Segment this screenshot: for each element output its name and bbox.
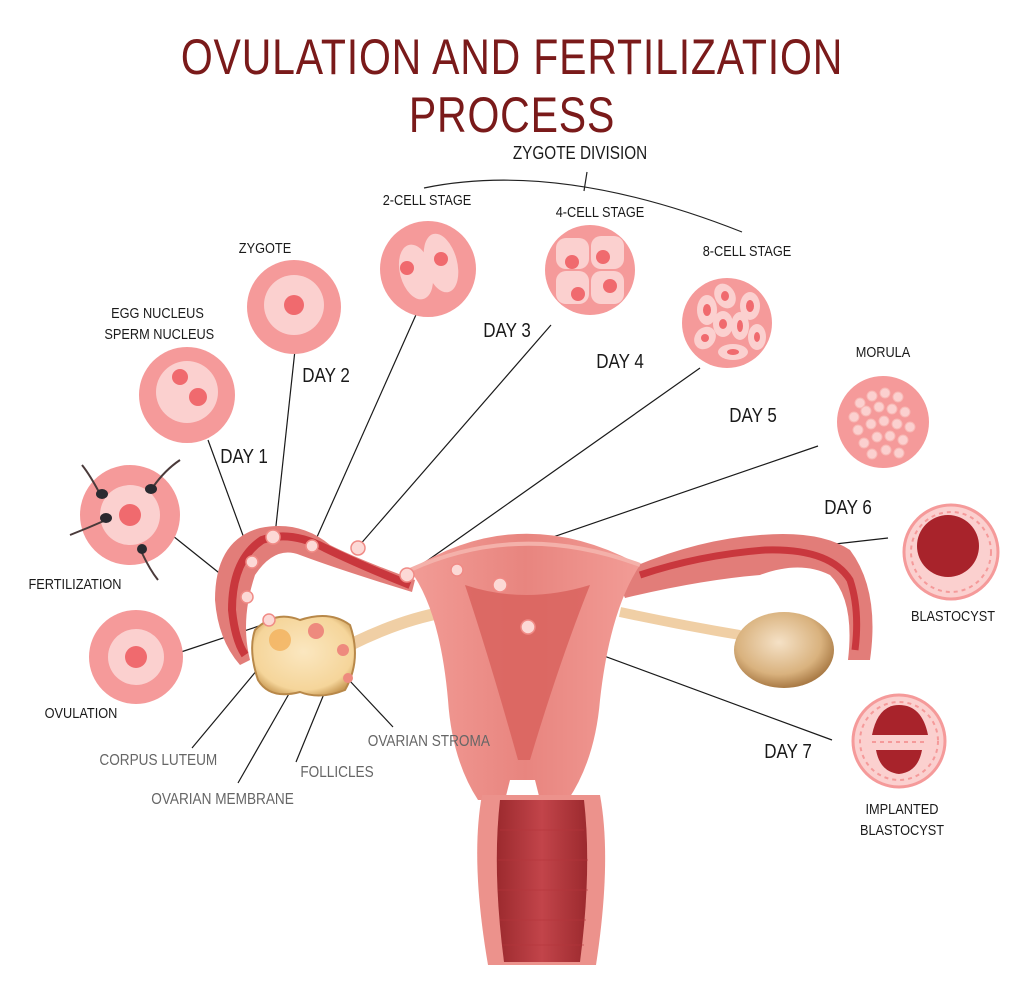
fertilization-label: FERTILIZATION bbox=[28, 576, 122, 593]
ovulation-cell bbox=[89, 610, 183, 704]
uterus bbox=[409, 533, 641, 800]
implanted-blastocyst-label: BLASTOCYST bbox=[859, 822, 945, 839]
fertilization-cell bbox=[69, 459, 181, 581]
left-ovary bbox=[251, 615, 356, 697]
implanted-label: IMPLANTED bbox=[865, 801, 939, 818]
corpus-luteum-label: CORPUS LUTEUM bbox=[99, 752, 218, 769]
egg-nucleus-label: EGG NUCLEUS bbox=[111, 305, 204, 322]
blastocyst-cell bbox=[902, 503, 1000, 601]
right-ovary bbox=[734, 612, 834, 688]
corpus-luteum bbox=[269, 629, 291, 651]
right-ovarian-ligament bbox=[618, 607, 741, 640]
morula-label: MORULA bbox=[855, 344, 911, 361]
8-cell-stage-label: 8-CELL STAGE bbox=[702, 243, 792, 260]
left-ovarian-ligament bbox=[347, 606, 447, 651]
day-1-label: DAY 1 bbox=[220, 446, 268, 468]
follicles-label: FOLLICLES bbox=[300, 764, 374, 781]
zygote-cell bbox=[247, 260, 341, 354]
day-4-label: DAY 4 bbox=[596, 351, 644, 373]
vagina bbox=[477, 795, 606, 965]
right-fallopian-tube bbox=[615, 534, 873, 660]
4-cell-stage-cell bbox=[545, 225, 635, 315]
ovarian-stroma-label: OVARIAN STROMA bbox=[367, 733, 490, 750]
follicle bbox=[308, 623, 324, 639]
2-cell-stage-label: 2-CELL STAGE bbox=[382, 192, 472, 209]
sperm-nucleus-label: SPERM NUCLEUS bbox=[104, 326, 215, 343]
page-title: OVULATION AND FERTILIZATION PROCESS bbox=[180, 29, 844, 143]
blastocyst-label: BLASTOCYST bbox=[910, 608, 996, 625]
zygote-label: ZYGOTE bbox=[238, 240, 292, 257]
follicle bbox=[337, 644, 349, 656]
zygote-division-label: ZYGOTE DIVISION bbox=[512, 143, 648, 163]
tube-embryos bbox=[240, 529, 536, 635]
ovulation-label: OVULATION bbox=[44, 705, 118, 722]
ovarian-membrane-label: OVARIAN MEMBRANE bbox=[151, 791, 294, 808]
follicle bbox=[343, 673, 353, 683]
day-6-label: DAY 6 bbox=[824, 497, 872, 519]
morula-cell bbox=[837, 376, 929, 468]
day-2-label: DAY 2 bbox=[302, 365, 350, 387]
day-7-label: DAY 7 bbox=[764, 741, 812, 763]
egg-sperm-nucleus-cell bbox=[139, 347, 235, 443]
8-cell-stage-cell bbox=[682, 278, 772, 368]
4-cell-stage-label: 4-CELL STAGE bbox=[555, 204, 645, 221]
day-3-label: DAY 3 bbox=[483, 320, 531, 342]
2-cell-stage-cell bbox=[380, 221, 476, 317]
implanted-blastocyst-cell bbox=[851, 693, 947, 789]
day-5-label: DAY 5 bbox=[729, 405, 777, 427]
left-fallopian-tube bbox=[215, 526, 415, 665]
zygote-division-bracket bbox=[423, 171, 743, 233]
